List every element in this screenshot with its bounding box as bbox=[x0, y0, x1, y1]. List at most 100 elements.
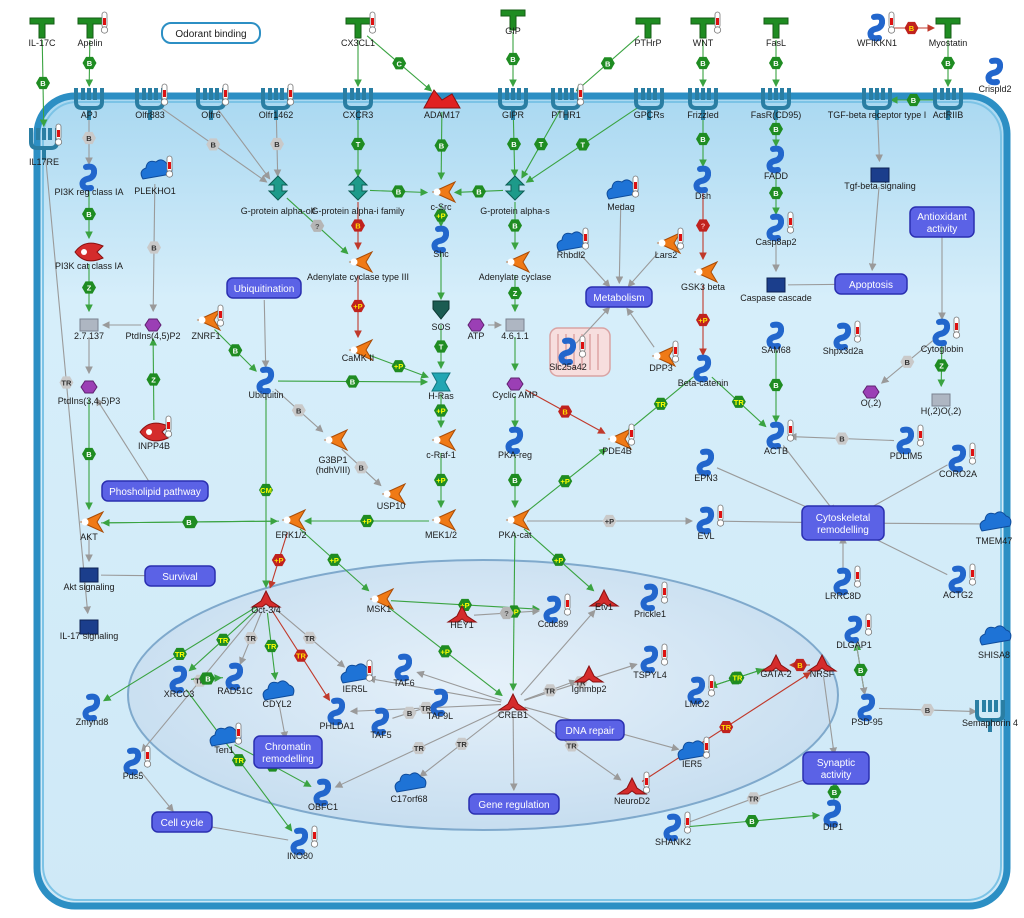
node-rad51c[interactable]: RAD51C bbox=[217, 662, 253, 696]
node-lmo2[interactable]: LMO2 bbox=[685, 674, 716, 709]
node-tmem47[interactable]: TMEM47 bbox=[976, 511, 1013, 546]
node-g3bp1[interactable]: G3BP1(hdhVIII) bbox=[316, 428, 351, 475]
node-gata2[interactable]: GATA-2 bbox=[760, 653, 792, 679]
node-e27137[interactable]: 2.7.137 bbox=[74, 318, 104, 341]
node-cx3cl1[interactable]: CX3CL1 bbox=[341, 11, 377, 48]
node-inpp4b[interactable]: INPP4B bbox=[138, 415, 173, 451]
node-slc25a42[interactable]: Slc25a42 bbox=[549, 335, 587, 372]
node-pthrp[interactable]: PTHrP bbox=[635, 17, 662, 48]
node-tgfbsig[interactable]: Tgf-beta signaling bbox=[844, 167, 916, 191]
node-ptdins345[interactable]: PtdIns(3,4,5)P3 bbox=[58, 380, 121, 406]
node-fasr[interactable]: FasR(CD95) bbox=[751, 88, 802, 120]
node-usp10[interactable]: USP10 bbox=[377, 482, 407, 511]
node-sema4[interactable]: Semaphorin 4 bbox=[962, 700, 1018, 732]
node-gipr[interactable]: GIPR bbox=[498, 88, 528, 120]
node-aktsig[interactable]: Akt signaling bbox=[63, 567, 115, 592]
node-neurod2[interactable]: NeuroD2 bbox=[614, 771, 651, 806]
node-hras[interactable]: H-Ras bbox=[428, 372, 454, 401]
node-ten1[interactable]: Ten1 bbox=[209, 722, 243, 755]
node-ier5[interactable]: IER5 bbox=[677, 736, 711, 769]
node-cdyl2[interactable]: CDYL2 bbox=[262, 680, 295, 709]
node-pkareg[interactable]: PKA-reg bbox=[498, 426, 532, 460]
node-gsk3[interactable]: GSK3 beta bbox=[681, 260, 725, 292]
node-hey1[interactable]: HEY1 bbox=[446, 604, 478, 630]
node-erk12[interactable]: ERK1/2 bbox=[275, 508, 307, 540]
node-ino80[interactable]: INO80 bbox=[287, 825, 319, 861]
node-betacat[interactable]: Beta-catenin bbox=[678, 354, 729, 388]
node-zmynd8[interactable]: Zmynd8 bbox=[76, 693, 109, 727]
node-csrc[interactable]: c-Src bbox=[431, 180, 457, 212]
node-ccdc89[interactable]: Ccdc89 bbox=[538, 593, 572, 629]
node-actriib[interactable]: ActRIIB bbox=[933, 88, 964, 120]
node-shisa8[interactable]: SHISA8 bbox=[978, 625, 1012, 660]
node-sam68[interactable]: SAM68 bbox=[761, 321, 791, 355]
node-shank2[interactable]: SHANK2 bbox=[655, 811, 692, 847]
node-pthr1[interactable]: PTHR1 bbox=[551, 83, 585, 120]
process-p_phospho[interactable]: Phosholipid pathway bbox=[101, 480, 209, 502]
node-frizzled[interactable]: Frizzled bbox=[687, 88, 719, 120]
node-plekho1[interactable]: PLEKHO1 bbox=[134, 155, 176, 196]
node-rhbdl2[interactable]: Rhbdl2 bbox=[556, 227, 590, 260]
node-olfr883[interactable]: Olfr883 bbox=[135, 83, 169, 120]
node-caspcasc[interactable]: Caspase cascade bbox=[740, 277, 812, 303]
node-adcy[interactable]: Adenylate cyclase bbox=[479, 250, 552, 282]
node-msk1[interactable]: MSK1 bbox=[367, 587, 395, 614]
node-akt[interactable]: AKT bbox=[79, 510, 105, 542]
node-adcy3[interactable]: Adenylate cyclase type III bbox=[307, 250, 409, 282]
node-oct34[interactable]: Oct-3/4 bbox=[250, 589, 282, 615]
node-pds5[interactable]: Pds5 bbox=[123, 745, 152, 781]
node-actb[interactable]: ACTB bbox=[764, 419, 795, 456]
process-p_surv[interactable]: Survival bbox=[144, 565, 216, 587]
node-myostatin[interactable]: Myostatin bbox=[929, 17, 968, 48]
node-gpcrs[interactable]: GPCRs bbox=[634, 88, 665, 120]
process-p_ubiq[interactable]: Ubiquitination bbox=[226, 277, 302, 299]
node-tspyl4[interactable]: TSPYL4 bbox=[633, 643, 669, 680]
node-dip1[interactable]: DIP1 bbox=[823, 799, 843, 832]
node-galphaolf[interactable]: G-protein alpha-olf bbox=[241, 175, 316, 216]
node-taf6[interactable]: TAF6 bbox=[393, 653, 415, 688]
node-atp[interactable]: ATP bbox=[467, 318, 485, 341]
node-taf5[interactable]: TAF5 bbox=[370, 707, 392, 740]
node-olfr6[interactable]: Olfr6 bbox=[196, 83, 230, 120]
node-casp8ap2[interactable]: Casp8ap2 bbox=[755, 211, 797, 247]
node-shpx[interactable]: Shpx3d2a bbox=[823, 320, 864, 356]
node-galphai[interactable]: G-protein alpha-i family bbox=[311, 175, 405, 216]
node-dlgap1[interactable]: DLGAP1 bbox=[836, 613, 873, 650]
node-wnt[interactable]: WNT bbox=[690, 11, 722, 48]
node-pde4b[interactable]: PDE4B bbox=[602, 423, 636, 456]
node-obfc1[interactable]: OBFC1 bbox=[308, 778, 338, 812]
node-camkii[interactable]: CaMK II bbox=[342, 338, 375, 363]
node-c17orf68[interactable]: C17orf68 bbox=[390, 772, 428, 804]
node-cxcr3[interactable]: CXCR3 bbox=[343, 88, 374, 120]
node-taf9l[interactable]: TAF9L bbox=[427, 688, 453, 721]
node-tgfbr[interactable]: TGF-beta receptor type I bbox=[828, 88, 927, 120]
node-pkacat[interactable]: PKA-cat bbox=[498, 508, 532, 540]
node-xrcc3[interactable]: XRCC3 bbox=[164, 665, 195, 699]
node-dpp3[interactable]: DPP3 bbox=[649, 340, 680, 373]
node-camp[interactable]: Cyclic AMP bbox=[492, 377, 538, 400]
node-coro2a[interactable]: CORO2A bbox=[939, 442, 977, 479]
node-medag[interactable]: Medag bbox=[606, 175, 640, 212]
node-dsh[interactable]: Dsh bbox=[693, 165, 712, 201]
node-ubiquitin[interactable]: Ubiquitin bbox=[248, 366, 284, 400]
node-lars2[interactable]: Lars2 bbox=[655, 227, 685, 260]
node-il17c[interactable]: IL-17C bbox=[28, 17, 56, 48]
node-pi3kcat[interactable]: PI3K cat class IA bbox=[55, 242, 123, 271]
node-epn3[interactable]: EPN3 bbox=[694, 448, 718, 483]
node-h2o2[interactable]: H(,2)O(,2) bbox=[921, 393, 962, 416]
node-il17sig[interactable]: IL-17 signaling bbox=[60, 619, 119, 641]
node-adam17[interactable]: ADAM17 bbox=[423, 89, 461, 120]
node-wfikkn1[interactable]: WFIKKN1 bbox=[857, 11, 897, 48]
node-znrf1[interactable]: ZNRF1 bbox=[192, 304, 225, 341]
node-ptdins45[interactable]: PtdIns(4,5)P2 bbox=[125, 318, 181, 341]
node-il17re[interactable]: IL17RE bbox=[29, 123, 63, 167]
node-apelin[interactable]: Apelin bbox=[77, 11, 109, 48]
node-olfr1462[interactable]: Olfr1462 bbox=[259, 83, 295, 120]
node-mek12[interactable]: MEK1/2 bbox=[425, 508, 457, 540]
node-apj[interactable]: APJ bbox=[74, 88, 104, 120]
process-p_cell[interactable]: Cell cycle bbox=[151, 811, 213, 833]
node-actg2[interactable]: ACTG2 bbox=[943, 563, 977, 600]
